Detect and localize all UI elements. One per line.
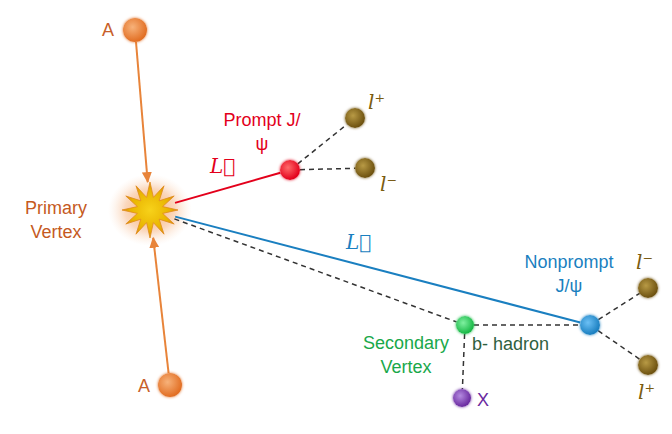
flight-path xyxy=(153,238,168,373)
lepton-dot: l⁻ xyxy=(355,158,375,178)
vertex-star xyxy=(122,182,178,238)
primary-vertex: Primary Vertex xyxy=(124,184,176,236)
nonprompt-jpsi: Nonprompt J/ψ xyxy=(580,315,600,335)
particle-label: b- hadron xyxy=(472,332,549,356)
particle-a: A xyxy=(158,373,182,397)
particle-a: A xyxy=(123,18,147,42)
node-label: Secondary Vertex xyxy=(356,331,456,379)
decay-path xyxy=(300,168,355,169)
decay-path xyxy=(474,324,580,326)
flight-path xyxy=(175,217,580,323)
decay-path xyxy=(298,124,347,164)
node-label: l⁻ xyxy=(636,250,666,274)
node-label: l⁺ xyxy=(638,380,668,404)
lepton-dot: l⁺ xyxy=(638,355,658,375)
node-label: l⁻ xyxy=(380,172,410,196)
lepton-dot: l⁻ xyxy=(638,278,658,298)
node-label: X xyxy=(477,388,501,412)
decay-path xyxy=(462,334,464,389)
lepton-dot: l⁺ xyxy=(345,108,365,128)
decay-path xyxy=(598,331,640,360)
flight-vector-label: L⃗ xyxy=(344,230,373,254)
decay-path xyxy=(174,219,456,322)
node-label: Primary Vertex xyxy=(8,196,104,244)
prompt-jpsi: Prompt J/ψ xyxy=(280,160,300,180)
particle-x: X xyxy=(453,389,471,407)
node-label: Prompt J/ψ xyxy=(222,108,302,156)
node-label: A xyxy=(98,18,118,42)
node-label: A xyxy=(134,374,154,398)
vertex-glow xyxy=(108,174,192,246)
decay-path xyxy=(598,293,639,319)
flight-vector-label: L⃗ xyxy=(208,154,237,178)
node-label: l⁺ xyxy=(368,90,398,114)
node-label: Nonprompt J/ψ xyxy=(516,250,622,298)
secondary-vertex: Secondary Vertex xyxy=(456,316,474,334)
flight-path xyxy=(136,42,148,182)
